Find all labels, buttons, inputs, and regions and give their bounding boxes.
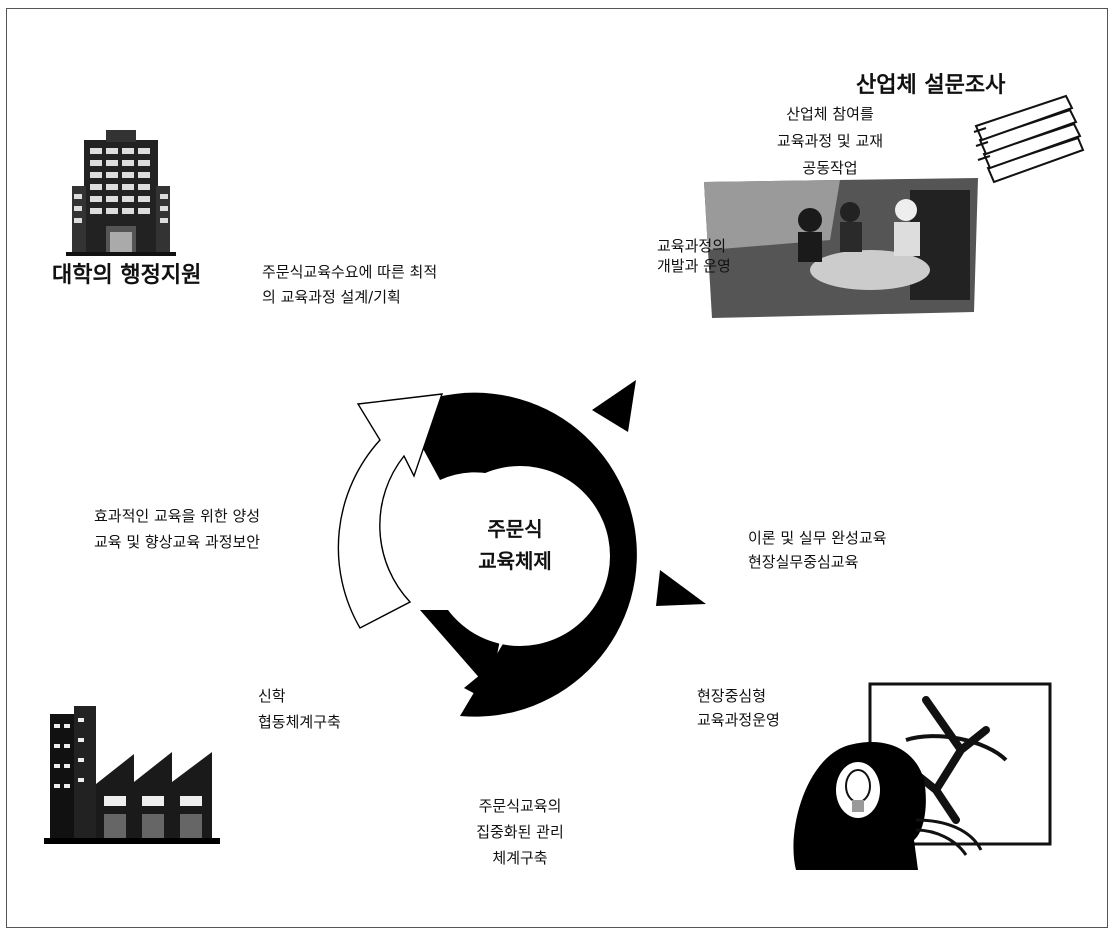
central-management-line2: 집중화된 관리 xyxy=(476,823,564,841)
industry-participation-line1: 산업체 참여를 xyxy=(786,105,874,123)
lightbulb-head-icon xyxy=(793,682,1052,870)
optimal-design-line2: 의 교육과정 설계/기획 xyxy=(262,288,401,306)
admin-support-label: 대학의 행정지원 xyxy=(52,263,202,288)
curriculum-dev-line2: 개발과 운영 xyxy=(657,257,731,275)
industry-cooperation-line2: 협동체계구축 xyxy=(258,713,341,731)
industry-survey-label: 산업체 설문조사 xyxy=(856,73,1006,98)
theory-practice-line2: 현장실무중심교육 xyxy=(748,553,859,571)
industry-cooperation-line1: 신학 xyxy=(258,687,286,705)
optimal-design-line1: 주문식교육수요에 따른 최적 xyxy=(262,263,438,281)
central-management-line1: 주문식교육의 xyxy=(478,797,562,815)
cycle-spike-1 xyxy=(592,380,636,432)
office-building-icon xyxy=(66,130,176,256)
industry-participation-line3: 공동작업 xyxy=(802,159,858,177)
meeting-photo xyxy=(704,178,978,318)
field-operation-line2: 교육과정운영 xyxy=(697,711,780,729)
factory-icon xyxy=(44,706,220,844)
cycle-ring-dark xyxy=(402,392,637,717)
industry-participation-line2: 교육과정 및 교재 xyxy=(776,132,884,150)
cycle-spike-4 xyxy=(464,670,498,706)
center-title-line2: 교육체제 xyxy=(478,549,552,573)
diagram-frame xyxy=(6,8,1108,928)
central-management-line3: 체계구축 xyxy=(492,849,548,867)
training-prep-line2: 교육 및 향상교육 과정보안 xyxy=(94,533,261,551)
theory-practice-line1: 이론 및 실무 완성교육 xyxy=(748,529,887,547)
field-operation-line1: 현장중심형 xyxy=(697,687,767,705)
cycle-arrow-white xyxy=(337,393,444,629)
cycle-diagram xyxy=(337,380,706,717)
paper-stack-icon xyxy=(973,94,1085,184)
center-title-line1: 주문식 xyxy=(487,517,543,541)
cycle-spike-2 xyxy=(656,570,706,606)
training-prep-line1: 효과적인 교육을 위한 양성 xyxy=(94,507,261,525)
curriculum-dev-line1: 교육과정의 xyxy=(657,237,727,255)
